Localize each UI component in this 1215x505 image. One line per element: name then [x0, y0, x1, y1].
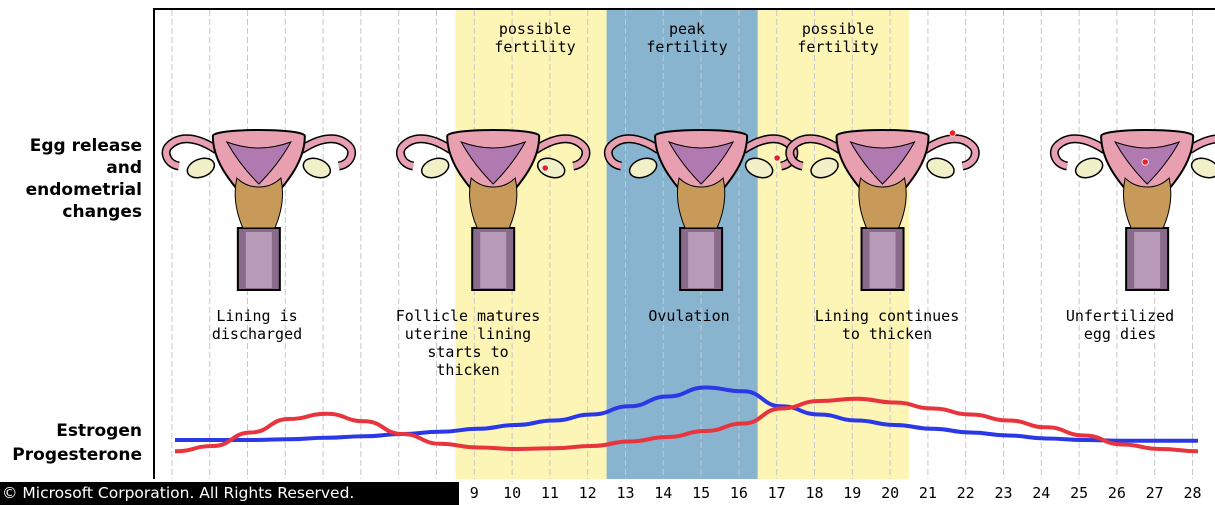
ovary-left	[185, 155, 217, 181]
day-tick-label: 13	[611, 482, 641, 505]
ovary-left	[419, 155, 451, 181]
egg-marker	[774, 155, 780, 161]
vagina-inner	[246, 232, 272, 288]
day-tick-label: 26	[1102, 482, 1132, 505]
progesterone-row-label: Progesterone	[12, 444, 142, 466]
egg-marker	[949, 130, 955, 136]
ovary-left	[1073, 155, 1105, 181]
uterus-illustration	[166, 130, 352, 290]
vagina-inner	[480, 232, 506, 288]
day-tick-label: 9	[459, 482, 489, 505]
stage-caption-follicle: Follicle matures uterine lining starts t…	[368, 307, 568, 379]
day-tick-label: 14	[648, 482, 678, 505]
stage-caption-ovulation: Ovulation	[589, 307, 789, 325]
zone-label-possible-fertility-early: possible fertility	[465, 20, 605, 56]
day-tick-label: 23	[989, 482, 1019, 505]
day-tick-label: 17	[762, 482, 792, 505]
day-tick-label: 18	[800, 482, 830, 505]
uterus-illustration	[1054, 130, 1215, 290]
day-tick-label: 28	[1178, 482, 1208, 505]
vagina-inner	[870, 232, 896, 288]
day-tick-label: 16	[724, 482, 754, 505]
day-tick-label: 21	[913, 482, 943, 505]
day-tick-label: 20	[875, 482, 905, 505]
egg-marker	[1142, 159, 1148, 165]
zone-label-peak-fertility: peak fertility	[617, 20, 757, 56]
day-tick-label: 12	[573, 482, 603, 505]
day-tick-label: 24	[1026, 482, 1056, 505]
copyright-notice: © Microsoft Corporation. All Rights Rese…	[0, 482, 459, 505]
day-tick-label: 10	[497, 482, 527, 505]
egg-release-row-label: Egg release and endometrial changes	[26, 135, 142, 223]
day-tick-label: 19	[837, 482, 867, 505]
stage-caption-lining-thickens: Lining continues to thicken	[787, 307, 987, 343]
day-tick-label: 15	[686, 482, 716, 505]
day-tick-label: 22	[951, 482, 981, 505]
day-tick-label: 25	[1064, 482, 1094, 505]
estrogen-row-label: Estrogen	[56, 420, 142, 442]
stage-caption-discharged: Lining is discharged	[157, 307, 357, 343]
vagina-inner	[1134, 232, 1160, 288]
ovary-right	[924, 155, 956, 181]
egg-marker	[542, 165, 548, 171]
day-tick-label: 27	[1140, 482, 1170, 505]
ovary-right	[301, 155, 333, 181]
zone-label-possible-fertility-late: possible fertility	[768, 20, 908, 56]
stage-caption-egg-dies: Unfertilized egg dies	[1020, 307, 1215, 343]
day-axis: 9 10 11 12 13 14 15 16 17 18 19 20 21 22…	[459, 482, 1215, 505]
vagina-inner	[688, 232, 714, 288]
day-tick-label: 11	[535, 482, 565, 505]
